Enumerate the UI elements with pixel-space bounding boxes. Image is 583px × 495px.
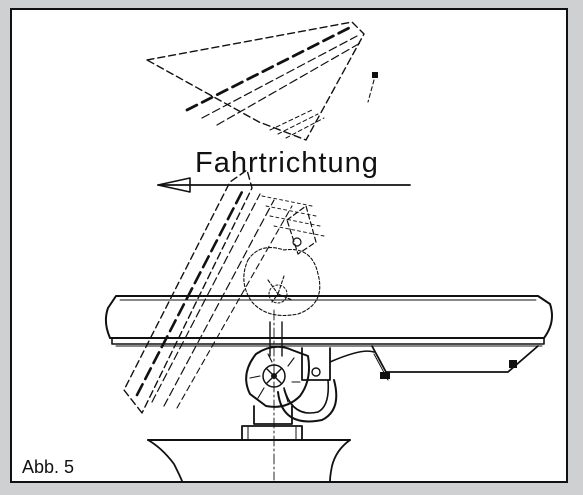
clamp-block bbox=[301, 347, 375, 381]
hinge-bracket-dashed bbox=[243, 205, 321, 317]
tilted-arm-lower-dashed bbox=[123, 169, 325, 414]
figure-frame: Fahrtrichtung Abb. 5 bbox=[10, 8, 568, 483]
direction-label: Fahrtrichtung bbox=[195, 147, 379, 179]
small-latch-mark bbox=[372, 72, 378, 78]
table-board bbox=[104, 295, 553, 347]
technical-drawing bbox=[104, 21, 553, 481]
rotary-knob bbox=[245, 345, 310, 408]
tilted-arm-upper-dashed bbox=[146, 21, 378, 141]
direction-arrow bbox=[157, 177, 411, 193]
base-plate bbox=[147, 439, 351, 481]
support-arm bbox=[277, 379, 338, 423]
underside-bracket bbox=[371, 345, 539, 381]
figure-caption: Abb. 5 bbox=[22, 457, 75, 477]
